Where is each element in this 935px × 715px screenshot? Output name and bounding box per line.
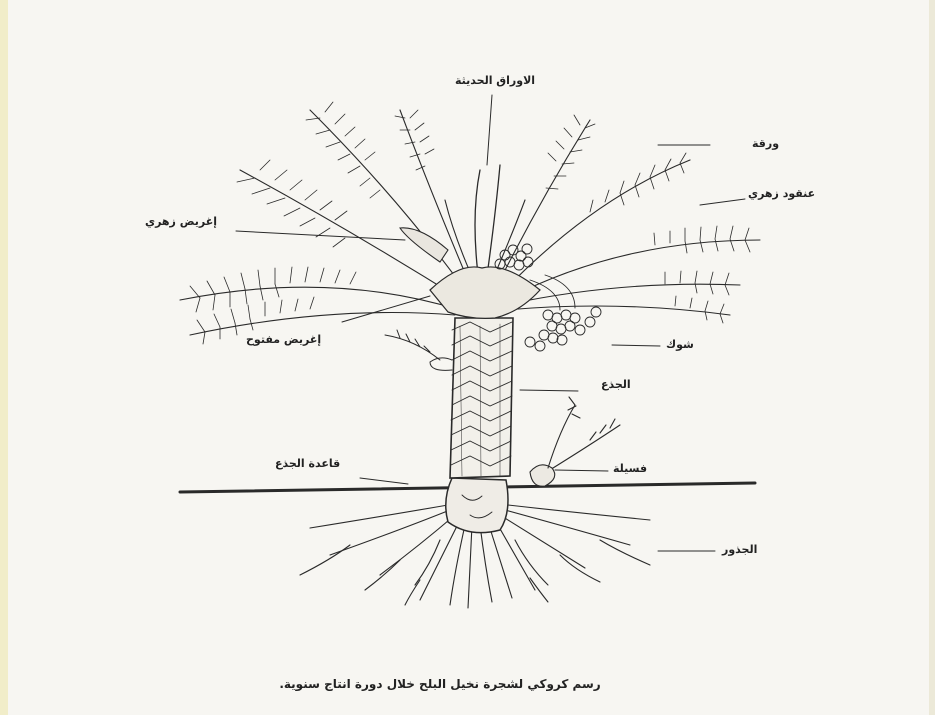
label-trunk-base: قاعدة الجذع <box>275 457 340 470</box>
label-trunk: الجذع <box>601 378 631 391</box>
label-offshoot: فسيلة <box>613 462 647 475</box>
label-young-leaves: الاوراق الحديثة <box>455 74 535 87</box>
fruit-bunch-hanging <box>525 275 601 351</box>
label-roots: الجذور <box>722 543 757 556</box>
label-spathe: إغريض زهري <box>145 215 217 228</box>
label-leaf: ورقة <box>752 137 779 150</box>
figure-caption: رسم كروكي لشجرة نخيل البلح خلال دورة انت… <box>190 677 690 691</box>
trunk-offshoot <box>385 330 452 370</box>
label-fruit-bunch: عنقود زهري <box>748 187 815 200</box>
offshoot <box>530 397 620 486</box>
crown <box>430 267 540 318</box>
label-thorns: شوك <box>666 338 694 351</box>
fruit-bunch-top <box>495 244 533 270</box>
spathe <box>400 228 448 262</box>
label-open-spathe: إغريض مفتوح <box>246 333 321 346</box>
trunk-base <box>446 478 508 533</box>
